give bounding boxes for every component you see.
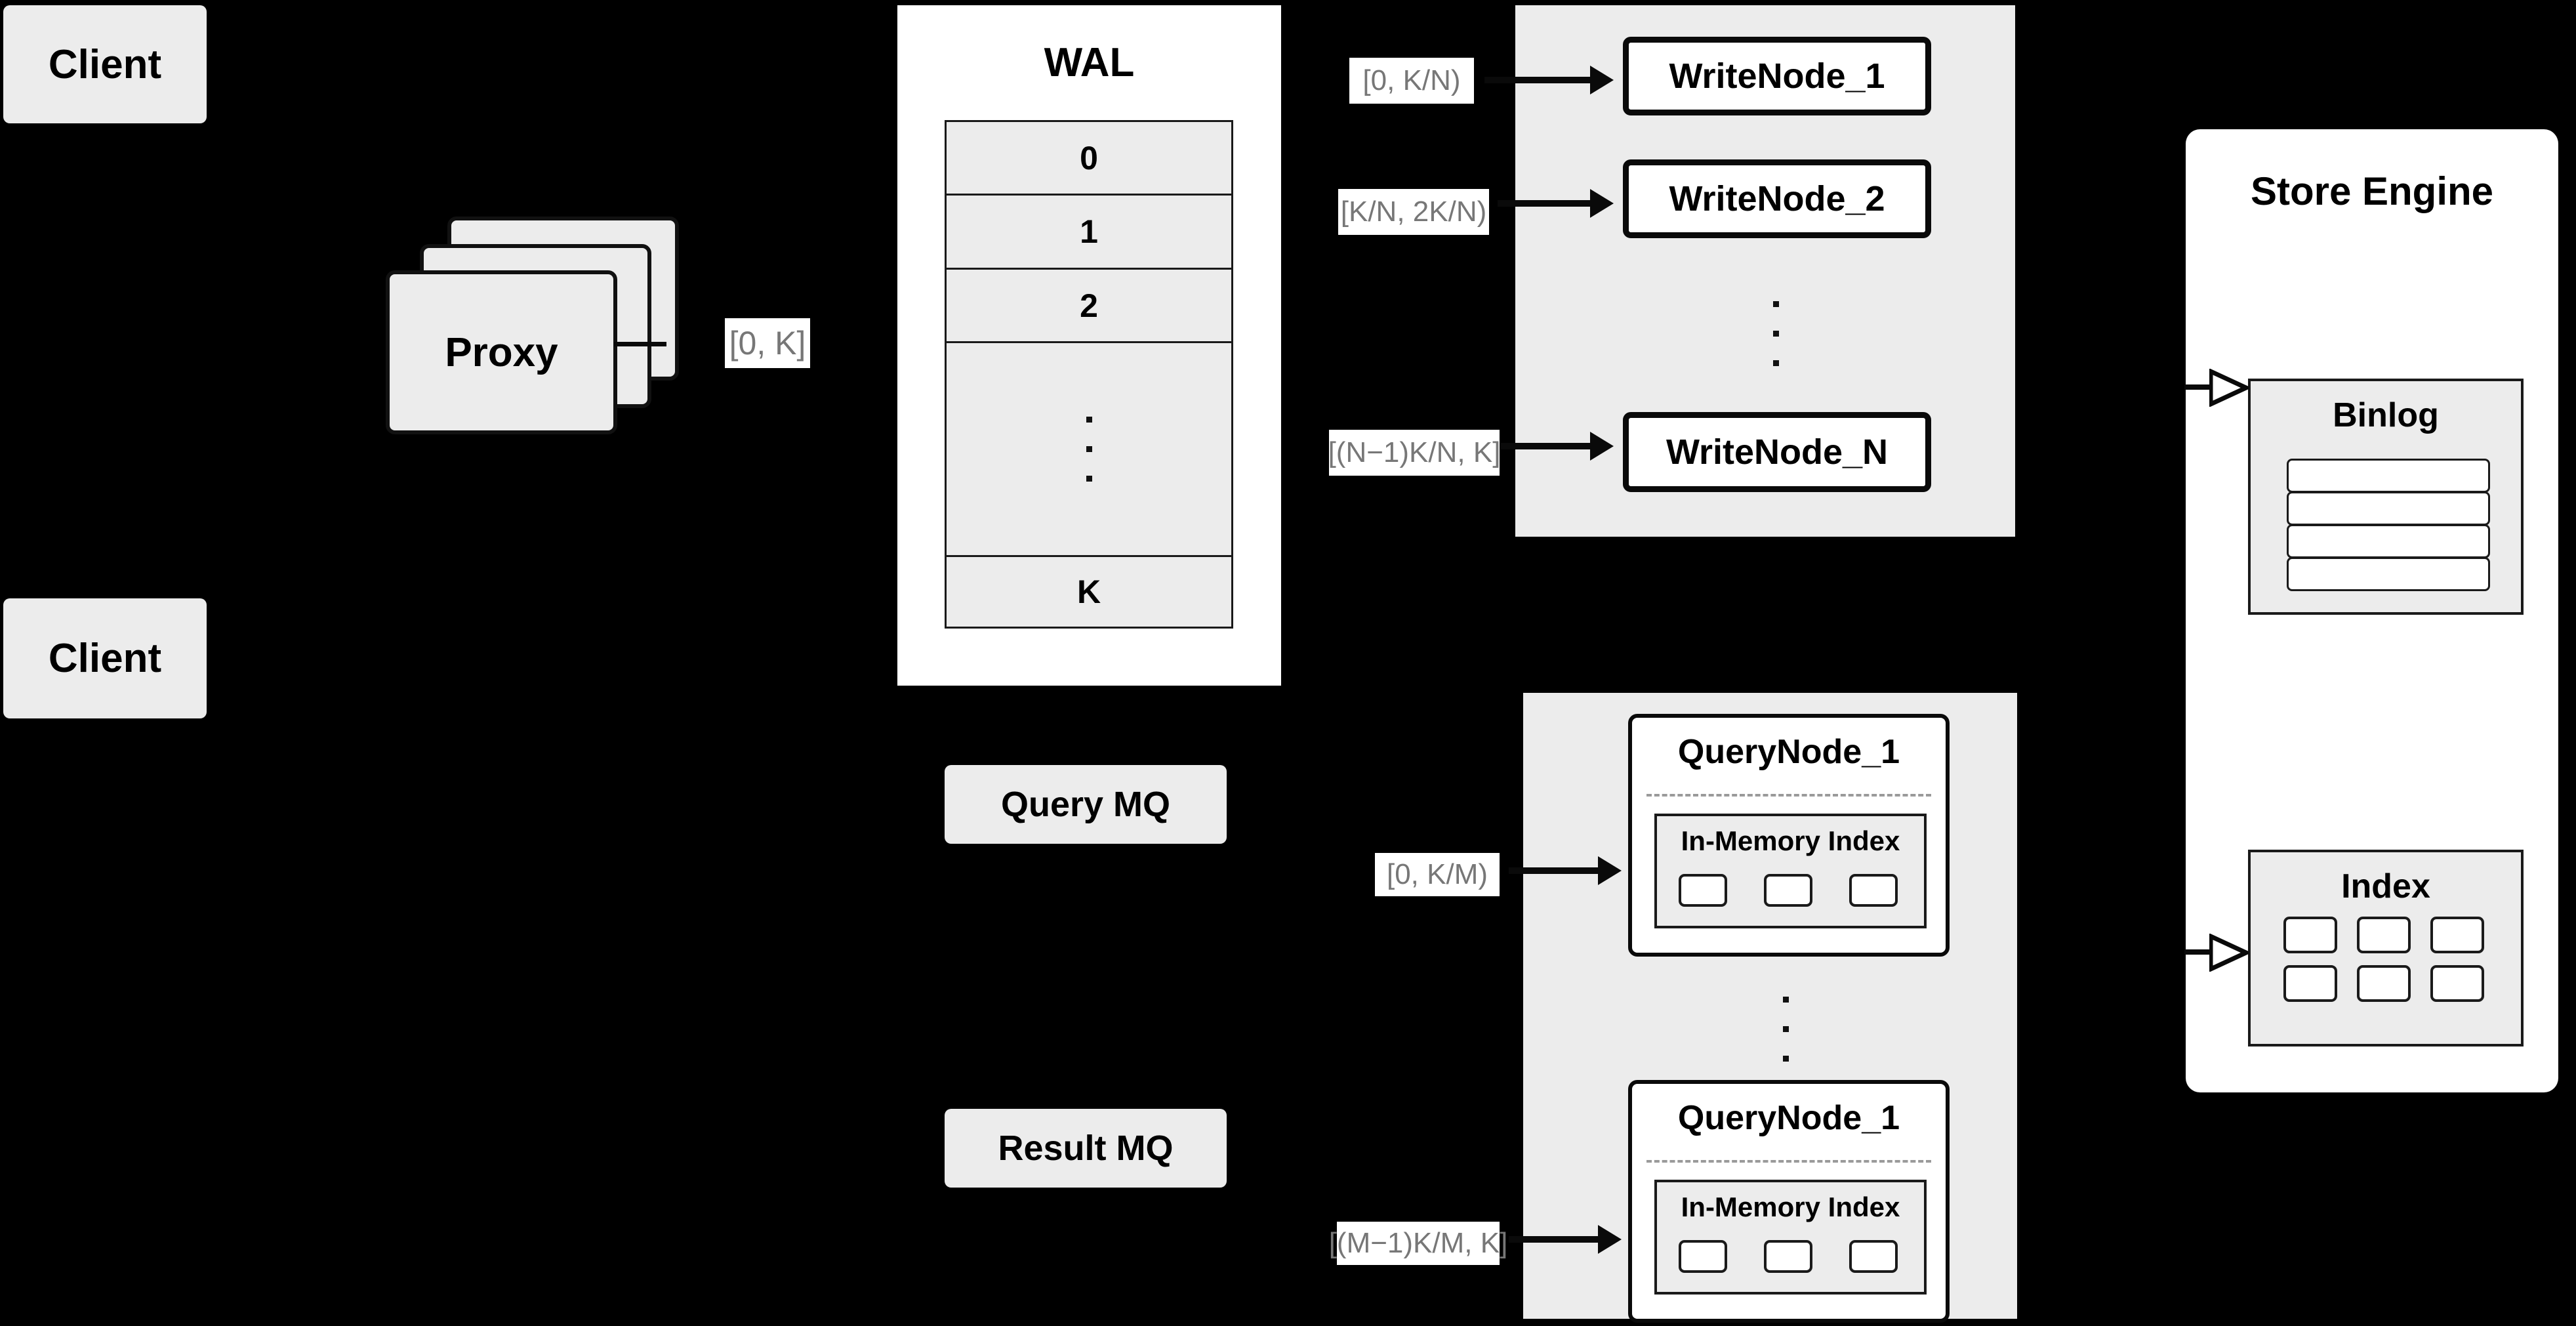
query-node-n-divider	[1646, 1160, 1931, 1163]
range-label-query-1-text: [0, K/M)	[1386, 858, 1488, 890]
wal-row-k-label: K	[1076, 573, 1101, 610]
write-node-ellipsis	[1749, 274, 1802, 392]
write-node-n-label: WriteNode_N	[1666, 432, 1889, 472]
query-node-1-divider	[1646, 794, 1931, 797]
range-label-query-n: [(M−1)K/M, K]	[1329, 1222, 1507, 1265]
query-node-ellipsis	[1759, 972, 1812, 1087]
binlog-title: Binlog	[2333, 396, 2439, 434]
store-engine-panel: Store Engine Binlog Index	[2186, 129, 2558, 1092]
query-node-1[interactable]: QueryNode_1 In-Memory Index	[1628, 714, 1950, 957]
range-label-write-2: [K/N, 2K/N)	[1338, 189, 1489, 235]
range-label-write-1: [0, K/N)	[1349, 58, 1474, 104]
arrow-line-query-1	[1509, 867, 1601, 874]
wal-row-1: 1	[947, 196, 1231, 270]
client-label-2: Client	[48, 636, 162, 681]
proxy-label: Proxy	[445, 329, 558, 375]
index-chip-1-3	[1849, 874, 1898, 907]
wal-row-ellipsis	[947, 343, 1231, 557]
binlog-bar-4	[2287, 557, 2490, 591]
arrow-line-to-binlog	[2184, 384, 2212, 390]
proxy-to-wal-connector	[614, 342, 666, 346]
arrow-head-query-1	[1598, 856, 1622, 885]
index-cell-3	[2430, 917, 2484, 953]
wal-table: 0 1 2 K	[945, 120, 1233, 629]
client-label-1: Client	[48, 41, 162, 87]
wal-row-2: 2	[947, 270, 1231, 344]
arrow-line-write-2	[1498, 200, 1593, 207]
query-node-group-panel: QueryNode_1 In-Memory Index QueryNode_1 …	[1523, 693, 2017, 1323]
range-label-write-n-text: [(N−1)K/N, K]	[1328, 436, 1501, 468]
wal-row-0: 0	[947, 122, 1231, 196]
arrow-line-query-n	[1509, 1236, 1601, 1243]
index-cell-1	[2283, 917, 2337, 953]
in-memory-index-title-1: In-Memory Index	[1681, 825, 1900, 856]
binlog-bar-1	[2287, 459, 2490, 493]
index-chip-n-1	[1679, 1240, 1727, 1273]
binlog-box: Binlog	[2248, 379, 2524, 615]
write-node-2[interactable]: WriteNode_2	[1623, 159, 1931, 238]
range-label-query-n-text: [(M−1)K/M, K]	[1328, 1227, 1508, 1259]
wal-row-2-label: 2	[1080, 287, 1098, 324]
query-node-n-title: QueryNode_1	[1677, 1099, 1900, 1137]
range-label-write-n: [(N−1)K/N, K]	[1328, 430, 1501, 476]
arrow-head-write-1	[1590, 66, 1614, 94]
index-cell-6	[2430, 965, 2484, 1002]
write-node-2-label: WriteNode_2	[1669, 179, 1885, 218]
range-label-proxy-text: [0, K]	[729, 325, 806, 362]
binlog-bar-3	[2287, 524, 2490, 558]
index-box: Index	[2248, 850, 2524, 1046]
result-mq-label: Result MQ	[998, 1129, 1174, 1168]
client-box-1[interactable]: Client	[3, 5, 207, 123]
index-chip-1-1	[1679, 874, 1727, 907]
in-memory-index-title-n: In-Memory Index	[1681, 1191, 1900, 1222]
arrow-line-write-n	[1501, 443, 1593, 449]
index-cell-2	[2357, 917, 2411, 953]
arrow-head-write-n	[1590, 432, 1614, 461]
index-chip-n-2	[1764, 1240, 1812, 1273]
wal-row-1-label: 1	[1080, 213, 1098, 251]
index-cell-5	[2357, 965, 2411, 1002]
range-label-proxy: [0, K]	[725, 318, 810, 368]
index-cell-4	[2283, 965, 2337, 1002]
arrow-head-query-n	[1598, 1225, 1622, 1254]
store-engine-title: Store Engine	[2250, 169, 2494, 213]
write-node-n[interactable]: WriteNode_N	[1623, 412, 1931, 492]
write-node-1[interactable]: WriteNode_1	[1623, 37, 1931, 115]
proxy-card-front[interactable]: Proxy	[386, 270, 617, 434]
binlog-bar-2	[2287, 491, 2490, 526]
range-label-write-2-text: [K/N, 2K/N)	[1340, 196, 1487, 228]
wal-row-k: K	[947, 557, 1231, 627]
in-memory-index-box-n: In-Memory Index	[1654, 1180, 1927, 1295]
in-memory-index-box-1: In-Memory Index	[1654, 814, 1927, 928]
client-box-2[interactable]: Client	[3, 598, 207, 718]
range-label-query-1: [0, K/M)	[1375, 853, 1500, 896]
wal-row-0-label: 0	[1080, 139, 1098, 176]
arrow-head-write-2	[1590, 189, 1614, 218]
arrow-line-write-1	[1484, 77, 1593, 83]
range-label-write-1-text: [0, K/N)	[1362, 64, 1461, 96]
query-mq-box[interactable]: Query MQ	[945, 765, 1227, 844]
write-node-1-label: WriteNode_1	[1669, 56, 1885, 96]
wal-panel: WAL 0 1 2 K	[897, 5, 1281, 686]
query-node-n[interactable]: QueryNode_1 In-Memory Index	[1628, 1080, 1950, 1323]
index-chip-n-3	[1849, 1240, 1898, 1273]
arrow-line-to-index	[2184, 949, 2212, 955]
result-mq-box[interactable]: Result MQ	[945, 1109, 1227, 1188]
arrow-head-binlog-icon	[2209, 369, 2249, 407]
query-mq-label: Query MQ	[1000, 785, 1171, 824]
query-node-1-title: QueryNode_1	[1677, 733, 1900, 771]
index-title: Index	[2341, 867, 2430, 905]
index-chip-1-2	[1764, 874, 1812, 907]
arrow-head-index-icon	[2209, 934, 2249, 972]
wal-title: WAL	[1044, 40, 1135, 85]
